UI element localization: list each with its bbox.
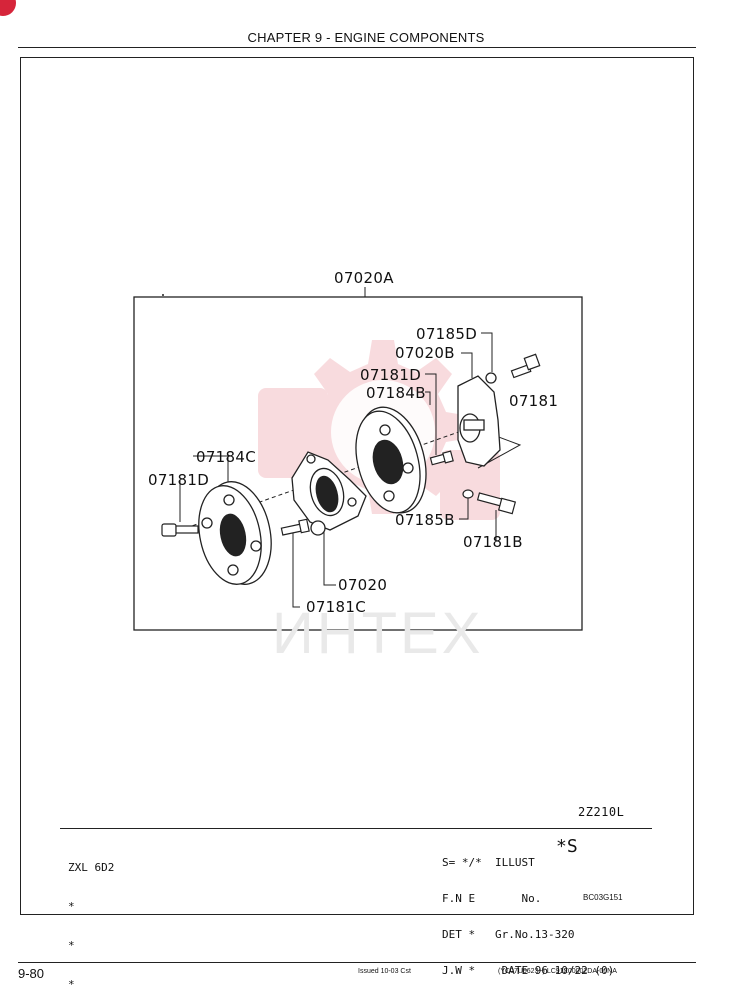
document-reference: (YC07U0623~) LC91Z00002DA-00NA xyxy=(498,968,617,975)
model-line: * xyxy=(68,900,75,913)
yoke-07020 xyxy=(291,451,367,536)
header-rule xyxy=(18,47,696,48)
callout-07181: 07181 xyxy=(509,392,559,410)
callout-07181c: 07181C xyxy=(306,598,366,616)
info-line: DET * Gr.No.13-320 xyxy=(442,928,575,941)
footer-rule xyxy=(18,962,696,963)
callout-07181d-left: 07181D xyxy=(148,471,210,489)
clamp-yoke-07020b xyxy=(457,372,501,467)
callout-07185b: 07185B xyxy=(395,511,455,529)
page-number: 9-80 xyxy=(18,966,45,981)
info-line: S= */* ILLUST xyxy=(442,856,535,869)
callout-assembly: 07020A xyxy=(334,269,394,287)
flange-plate-07184b xyxy=(355,406,427,514)
assembly-box xyxy=(133,296,583,631)
bolt-07181d-left xyxy=(161,523,199,537)
title-block-info: S= */* ILLUST F.N E No. DET * Gr.No.13-3… xyxy=(442,833,614,989)
page-frame xyxy=(20,57,694,915)
bolt-07181c xyxy=(280,518,310,536)
title-block-rule xyxy=(60,828,652,829)
bolt-07181 xyxy=(510,353,541,379)
callout-07184c: 07184C xyxy=(196,448,256,466)
chapter-title: CHAPTER 9 - ENGINE COMPONENTS xyxy=(247,30,485,45)
drawing-code: BC03G151 xyxy=(583,893,623,902)
callout-07181b: 07181B xyxy=(463,533,523,551)
info-line: F.N E No. xyxy=(442,892,542,905)
info-line: J.W * DATE 96 10/22 (0) xyxy=(442,964,615,977)
model-line: ZXL 6D2 xyxy=(68,861,115,874)
illust-number: *S xyxy=(556,836,578,857)
callout-07184b: 07184B xyxy=(366,384,426,402)
watermark-text: ИНТЕХ xyxy=(272,601,484,666)
bolt-07181d-top xyxy=(429,450,454,466)
callout-07020b: 07020B xyxy=(395,344,455,362)
callout-07020: 07020 xyxy=(338,576,388,594)
corner-marker xyxy=(0,0,16,16)
figure-code: 2Z210L xyxy=(578,805,625,819)
washer-07185b xyxy=(462,489,474,499)
callout-07181d-top: 07181D xyxy=(360,366,422,384)
callout-07185d: 07185D xyxy=(416,325,478,343)
model-line: * xyxy=(68,978,75,991)
model-line: * xyxy=(68,939,75,952)
bolt-07181b xyxy=(476,492,517,515)
flange-plate-07184c xyxy=(198,481,272,585)
title-block-model: ZXL 6D2 * * * xyxy=(68,835,114,1004)
issued-note: Issued 10-03 Cst xyxy=(358,968,411,975)
